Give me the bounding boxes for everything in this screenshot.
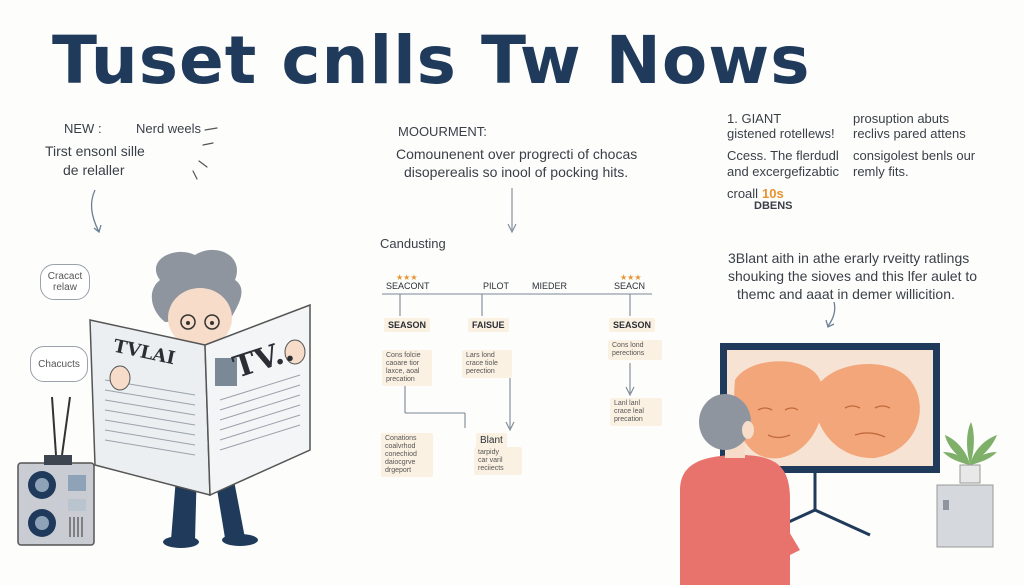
bubble-contact-review: Cracact relaw: [40, 264, 90, 300]
conducting-label: Candusting: [380, 236, 446, 251]
arrow-down-icon: [90, 189, 102, 234]
giant-sub: gistened rotellews!: [727, 126, 835, 141]
middle-heading: MOOURMENT:: [398, 124, 487, 139]
star-icon: ★★★: [620, 273, 642, 282]
left-text-line1: Tirst ensonl sille: [45, 143, 145, 159]
left-text-line2: de relaller: [63, 162, 125, 178]
plant-icon: [935, 420, 1005, 550]
new-label: NEW :: [64, 121, 102, 136]
arrow-down-icon: [825, 301, 836, 328]
middle-text-line2: disoperealis so inool of pocking hits.: [404, 164, 629, 180]
diagram-top-label-pilot: PILOT: [483, 281, 510, 291]
giant-label: 1. GIANT: [727, 111, 782, 126]
blant-line1: 3Blant aith in athe erarly rveitty ratli…: [728, 250, 970, 266]
diagram-lower-mid-label: Blant: [476, 433, 507, 448]
speaker-icon: [17, 396, 95, 546]
radiate-lines: [192, 127, 218, 180]
cress-line1: Ccess. The flerdudl: [727, 148, 839, 163]
diagram-top-label-seacn: SEACN: [614, 281, 646, 291]
newspaper-reader-illustration: TVLAI TV..: [85, 249, 325, 560]
diagram-box-faisue: FAISUE: [468, 318, 509, 332]
star-icon: ★★★: [396, 273, 418, 282]
bubble-chacucts: Chacucts: [30, 346, 88, 382]
blant-line3: themc and aaat in demer willicition.: [737, 286, 955, 302]
diagram-lower-left-text: Conations coalvrhod conechiod daiocgrve …: [381, 433, 433, 477]
middle-text-line1: Comounenent over progrecti of chocas: [396, 146, 638, 162]
diagram-box-season-3: SEASON: [609, 318, 656, 332]
croall-label: croall: [727, 186, 759, 201]
diagram-box-season-3-text: Cons lond perections: [608, 340, 662, 360]
cress-line2: and excergefizabtic: [727, 164, 840, 179]
diagram-lower-mid-text: tarpidy car varil reciiects: [474, 447, 522, 475]
blant-line2: shouking the sioves and this lfer aulet …: [728, 268, 978, 284]
prosuption-label: prosuption abuts: [853, 111, 950, 126]
consig-line1: consigolest benls our: [853, 148, 976, 163]
prosuption-sub: reclivs pared attens: [853, 126, 966, 141]
diagram-box-season-1: SEASON: [384, 318, 431, 332]
diagram-top-label-seacont: SEACONT: [386, 281, 430, 291]
diagram-box-faisue-text: Lars lond crace tiole perection: [462, 350, 512, 378]
flow-diagram-lines: [382, 188, 652, 432]
diagram-top-label-mieder: MIEDER: [532, 281, 568, 291]
tv-viewer-illustration: [680, 340, 950, 585]
nerd-label: Nerd weels: [136, 121, 202, 136]
diagram-box-season-1-text: Cons folcie caoare tior laxce, aoal prec…: [382, 350, 432, 386]
diagram-lower-right-text: Lanl lanl crace leal precation: [610, 398, 662, 426]
dbens-label: DBENS: [754, 200, 793, 212]
consig-line2: remly fits.: [853, 164, 909, 179]
croall-number: 10s: [762, 186, 784, 201]
page-title: Tuset cnlls Tw Nows: [52, 22, 811, 99]
